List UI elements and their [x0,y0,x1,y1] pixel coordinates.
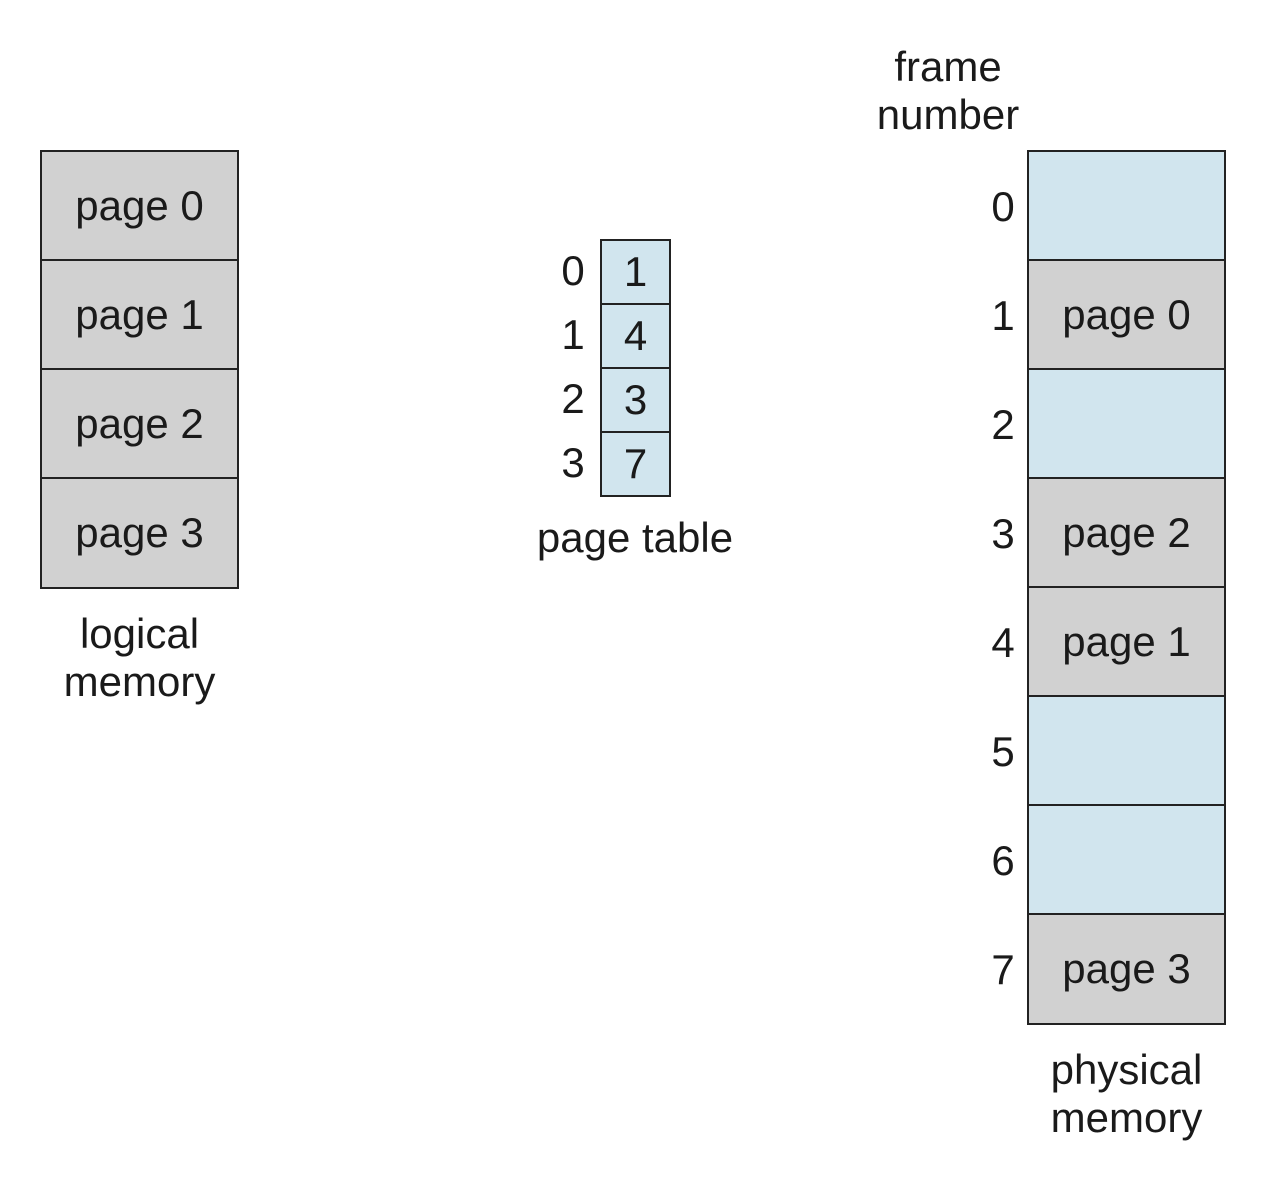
physical-memory-caption: physical memory [1010,1046,1243,1142]
page-table-entry-3: 7 [623,440,648,487]
frame-number-4: 4 [991,619,1015,666]
logical-memory: page 0 page 1 page 2 page 3 [40,150,239,589]
frame-number-header: frame number [838,43,1058,139]
physical-frame-1: page 0 [1029,261,1224,370]
page-table-index-3: 3 [561,439,585,486]
physical-frame-0 [1029,152,1224,261]
frame-number-0: 0 [991,183,1015,230]
page-table-entry-1: 4 [602,305,669,369]
physical-memory-caption-line2: memory [1050,1094,1203,1141]
frame-number-2: 2 [991,401,1015,448]
logical-page-2: page 2 [42,370,237,479]
logical-memory-caption: logical memory [40,610,239,706]
frame-number-header-line2: number [876,91,1020,138]
page-table-index-2: 2 [561,375,585,422]
page-table: 1 4 3 7 [600,239,671,497]
frame-number-3: 3 [991,510,1015,557]
page-table-entry-2: 3 [602,369,669,433]
physical-memory-caption-line1: physical [1050,1046,1203,1093]
page-table-index-1: 1 [561,311,585,358]
physical-frame-3: page 2 [1029,479,1224,588]
frame-number-6: 6 [991,837,1015,884]
physical-memory: page 0 page 2 page 1 page 3 [1027,150,1226,1025]
page-table-index-0: 0 [561,247,585,294]
frame-number-7: 7 [991,946,1015,993]
physical-frame-6 [1029,806,1224,915]
logical-page-1: page 1 [42,261,237,370]
frame-number-5: 5 [991,728,1015,775]
logical-memory-caption-line1: logical [79,610,200,657]
page-table-caption: page table [536,514,734,561]
logical-page-3: page 3 [75,509,204,556]
physical-frame-2 [1029,370,1224,479]
frame-number-header-line1: frame [894,43,1002,90]
physical-frame-5 [1029,697,1224,806]
physical-frame-7: page 3 [1029,915,1224,1023]
logical-page-0: page 0 [42,152,237,261]
page-table-entry-0: 1 [602,241,669,305]
logical-memory-caption-line2: memory [63,658,216,705]
physical-frame-4: page 1 [1029,588,1224,697]
frame-number-1: 1 [991,292,1015,339]
